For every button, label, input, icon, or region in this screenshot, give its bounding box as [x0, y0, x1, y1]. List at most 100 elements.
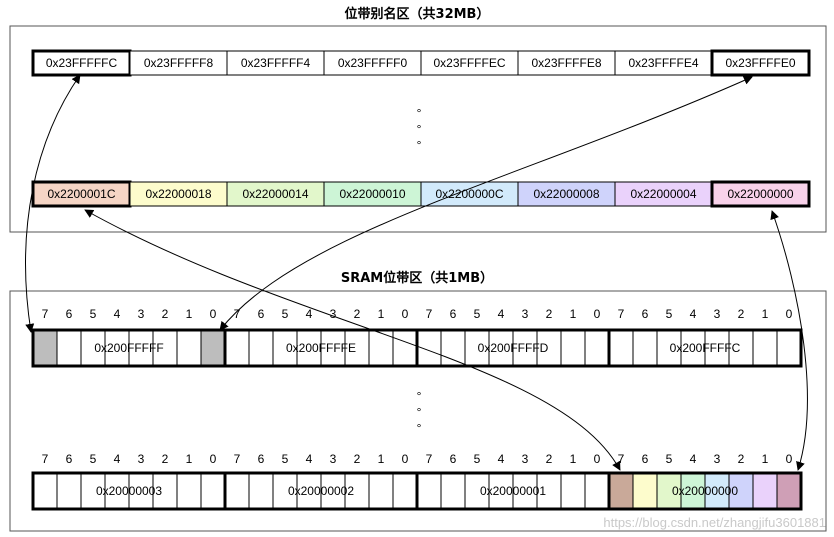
sram-bottom-bit-number: 0: [210, 452, 217, 466]
sram-top-bit-cell: [776, 329, 802, 367]
sram-top-bit-number: 6: [450, 307, 457, 321]
sram-bottom-bit-cell: [512, 472, 538, 510]
alias-region-title: 位带别名区（共32MB）: [345, 6, 490, 22]
sram-bottom-bit-cell: [584, 472, 610, 510]
sram-bottom-bit-number: 2: [546, 452, 553, 466]
sram-top-bit-number: 0: [402, 307, 409, 321]
alias-bottom-address: 0x22000018: [145, 187, 211, 201]
sram-bottom-bit-cell: [656, 472, 682, 510]
sram-bottom-bit-cell: [560, 472, 586, 510]
sram-bottom-bit-number: 7: [618, 452, 625, 466]
sram-top-bit-number: 2: [162, 307, 169, 321]
sram-bottom-bit-number: 1: [570, 452, 577, 466]
sram-bottom-bit-cell: [200, 472, 226, 510]
sram-top-bit-number: 5: [474, 307, 481, 321]
sram-bottom-bit-cell: [56, 472, 82, 510]
sram-bottom-bit-number: 5: [666, 452, 673, 466]
sram-bottom-bit-cell: [728, 472, 754, 510]
sram-bottom-bit-number: 5: [90, 452, 97, 466]
arrow-22000000-bit0-to-22000000: [770, 210, 808, 471]
sram-top-bit-number: 2: [738, 307, 745, 321]
sram-bottom-bit-number: 2: [738, 452, 745, 466]
sram-bottom-bit-cell: [488, 472, 514, 510]
sram-bottom-bit-number: 6: [450, 452, 457, 466]
sram-bottom-bit-cell: [248, 472, 274, 510]
alias-bottom-address: 0x22000000: [727, 187, 793, 201]
alias-bottom-cell: [129, 181, 228, 207]
sram-top-bit-number: 4: [114, 307, 121, 321]
sram-bottom-bit-number: 6: [642, 452, 649, 466]
sram-top-bit-number: 4: [498, 307, 505, 321]
sram-top-bit-cell: [416, 329, 442, 367]
sram-top-bit-number: 1: [762, 307, 769, 321]
sram-bottom-bit-number: 2: [354, 452, 361, 466]
arrow-22000000-bit7-to-2200001C: [84, 209, 621, 471]
sram-top-bit-number: 3: [522, 307, 529, 321]
sram-top-bit-number: 3: [138, 307, 145, 321]
alias-bottom-address: 0x22000010: [339, 187, 405, 201]
sram-top-bit-number: 5: [90, 307, 97, 321]
sram-bottom-bit-cell: [416, 472, 442, 510]
sram-top-bit-number: 5: [666, 307, 673, 321]
sram-top-bit-number: 0: [786, 307, 793, 321]
watermark: https://blog.csdn.net/zhangjifu3601881: [603, 515, 826, 530]
sram-bottom-bit-number: 0: [402, 452, 409, 466]
sram-bottom-bit-number: 1: [186, 452, 193, 466]
sram-bottom-bit-cell: [392, 472, 418, 510]
sram-bottom-bit-number: 1: [762, 452, 769, 466]
ellipsis-dot: °: [417, 421, 422, 435]
alias-top-address: 0x23FFFFE8: [531, 56, 601, 70]
alias-top-cell: [129, 50, 228, 76]
alias-ellipsis: ° ° °: [417, 106, 422, 152]
sram-bottom-bit-cell: [608, 472, 634, 510]
sram-top-bit-number: 1: [378, 307, 385, 321]
sram-top-bit-cell: [752, 329, 778, 367]
alias-top-cell: [31, 49, 132, 77]
sram-top-bit-cell: [392, 329, 418, 367]
alias-top-address: 0x23FFFFE0: [725, 56, 795, 70]
ellipsis-dot: °: [417, 405, 422, 419]
alias-bottom-address: 0x2200001C: [47, 187, 115, 201]
sram-top-bit-number: 1: [186, 307, 193, 321]
sram-top-bit-cell: [32, 329, 58, 367]
sram-bottom-byte-address: 0x20000000: [672, 484, 738, 498]
sram-bottom-bit-number: 2: [162, 452, 169, 466]
sram-bottom-bit-number: 4: [498, 452, 505, 466]
sram-bottom-bit-number: 4: [690, 452, 697, 466]
sram-top-bit-number: 6: [642, 307, 649, 321]
sram-top-bit-cell: [56, 329, 82, 367]
sram-top-byte-address: 0x200FFFFE: [286, 341, 356, 355]
sram-bottom-bit-number: 1: [378, 452, 385, 466]
sram-bottom-bit-number: 3: [522, 452, 529, 466]
ellipsis-dot: °: [417, 138, 422, 152]
sram-bottom-bit-number: 6: [66, 452, 73, 466]
sram-top-bit-number: 5: [282, 307, 289, 321]
sram-bottom-bit-number: 3: [138, 452, 145, 466]
sram-bottom-bit-number: 0: [594, 452, 601, 466]
sram-top-bit-cell: [200, 329, 226, 367]
sram-top-bit-cell: [440, 329, 466, 367]
alias-top-address: 0x23FFFFEC: [433, 56, 505, 70]
sram-bottom-bit-number: 7: [426, 452, 433, 466]
sram-top-bit-number: 3: [714, 307, 721, 321]
ellipsis-dot: °: [417, 122, 422, 136]
sram-top-bit-number: 4: [690, 307, 697, 321]
sram-top-bit-number: 1: [570, 307, 577, 321]
sram-top-bit-cell: [224, 329, 250, 367]
sram-bottom-bit-number: 5: [282, 452, 289, 466]
sram-top-bit-cell: [608, 329, 634, 367]
sram-top-bit-cell: [248, 329, 274, 367]
alias-top-cell: [517, 50, 616, 76]
sram-top-bit-cell: [176, 329, 202, 367]
mapping-arrows: [25, 74, 808, 471]
sram-top-bit-number: 6: [66, 307, 73, 321]
sram-top-bit-cell: [368, 329, 394, 367]
sram-top-bit-number: 4: [306, 307, 313, 321]
sram-top-byte-address: 0x200FFFFD: [478, 341, 549, 355]
sram-top-bit-number: 0: [594, 307, 601, 321]
sram-bottom-byte-address: 0x20000003: [96, 484, 162, 498]
sram-top-byte-address: 0x200FFFFC: [670, 341, 741, 355]
